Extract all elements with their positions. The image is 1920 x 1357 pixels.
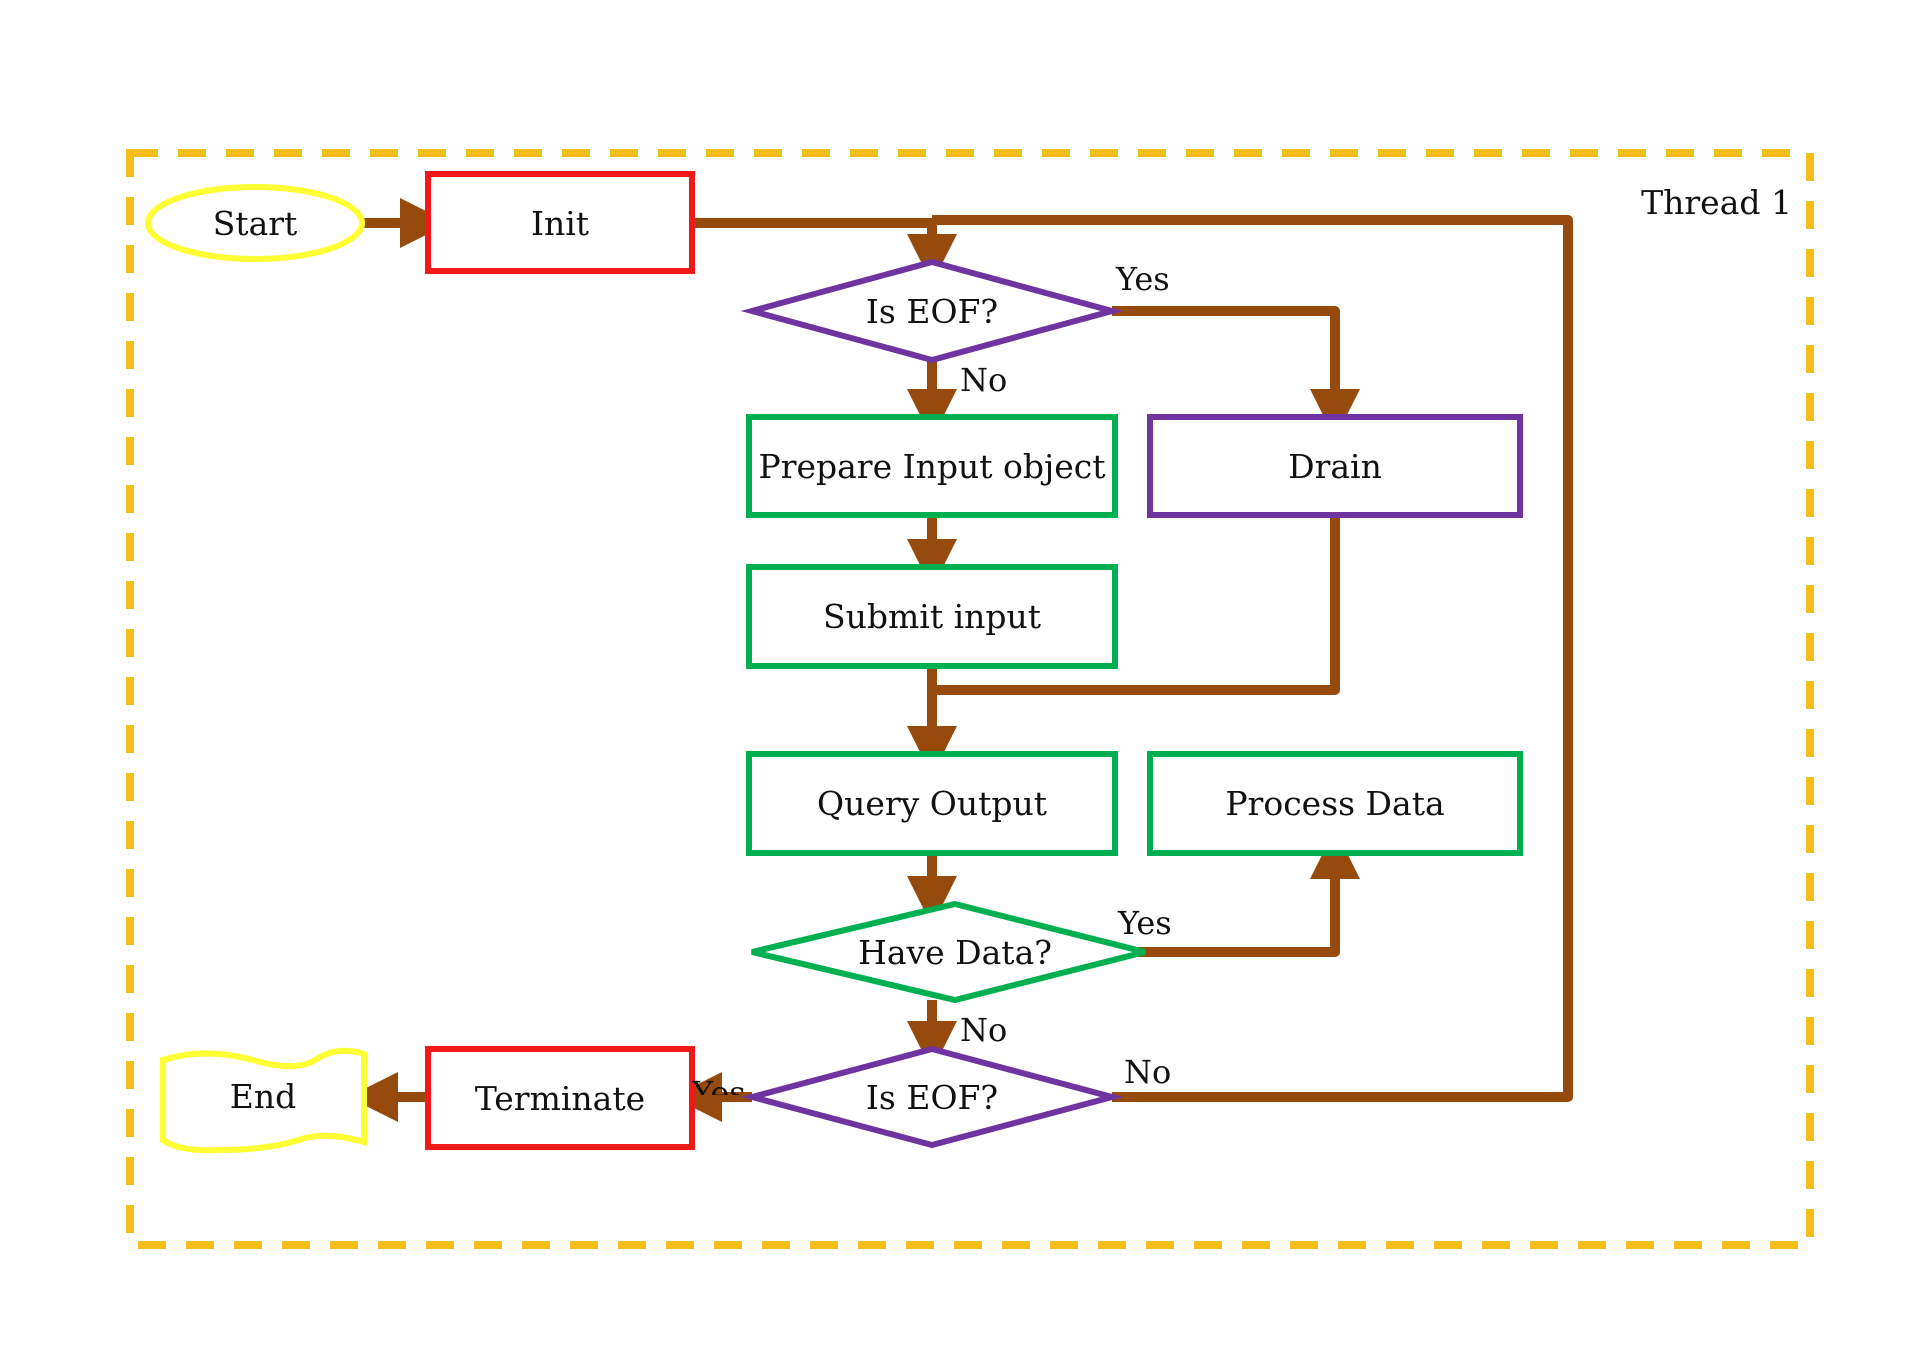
edge-label-eof1-yes: Yes bbox=[1115, 260, 1170, 298]
node-start-label: Start bbox=[213, 204, 298, 243]
node-is-eof-2: Is EOF? bbox=[740, 1045, 1124, 1149]
node-is-eof-2-label: Is EOF? bbox=[866, 1078, 998, 1117]
node-terminate: Terminate bbox=[425, 1046, 695, 1150]
node-drain: Drain bbox=[1147, 414, 1523, 518]
edge-havedata-process bbox=[1115, 829, 1360, 957]
thread-container bbox=[126, 149, 1814, 1249]
node-submit-input: Submit input bbox=[746, 564, 1118, 669]
edge-label-havedata-yes: Yes bbox=[1117, 904, 1172, 942]
node-process-data: Process Data bbox=[1147, 751, 1523, 856]
edge-init-eof1 bbox=[693, 218, 957, 284]
node-process-data-label: Process Data bbox=[1225, 784, 1444, 823]
node-query-output-label: Query Output bbox=[817, 784, 1047, 823]
edge-label-eof1-no: No bbox=[960, 361, 1007, 399]
node-have-data-label: Have Data? bbox=[858, 933, 1052, 972]
node-submit-input-label: Submit input bbox=[823, 597, 1041, 636]
node-init: Init bbox=[425, 171, 695, 274]
node-end: End bbox=[160, 1047, 367, 1154]
node-query-output: Query Output bbox=[746, 751, 1118, 856]
edge-label-havedata-no: No bbox=[960, 1011, 1007, 1049]
node-is-eof-1-label: Is EOF? bbox=[866, 292, 998, 331]
node-prepare-input: Prepare Input object bbox=[746, 414, 1118, 518]
edge-eof2-loop bbox=[932, 215, 1573, 1102]
node-init-label: Init bbox=[531, 204, 589, 243]
node-start: Start bbox=[145, 184, 365, 262]
edge-label-eof2-yes: Yes bbox=[691, 1074, 746, 1112]
thread-label: Thread 1 bbox=[1641, 183, 1792, 222]
edge-drain-merge bbox=[932, 516, 1340, 695]
node-terminate-label: Terminate bbox=[475, 1079, 645, 1118]
node-prepare-input-label: Prepare Input object bbox=[758, 447, 1105, 486]
node-drain-label: Drain bbox=[1288, 447, 1382, 486]
node-is-eof-1: Is EOF? bbox=[740, 258, 1124, 364]
node-have-data: Have Data? bbox=[751, 900, 1146, 1004]
edge-eof1-drain bbox=[1112, 306, 1360, 439]
node-end-label: End bbox=[230, 1077, 296, 1116]
edge-label-eof2-no: No bbox=[1124, 1053, 1171, 1091]
